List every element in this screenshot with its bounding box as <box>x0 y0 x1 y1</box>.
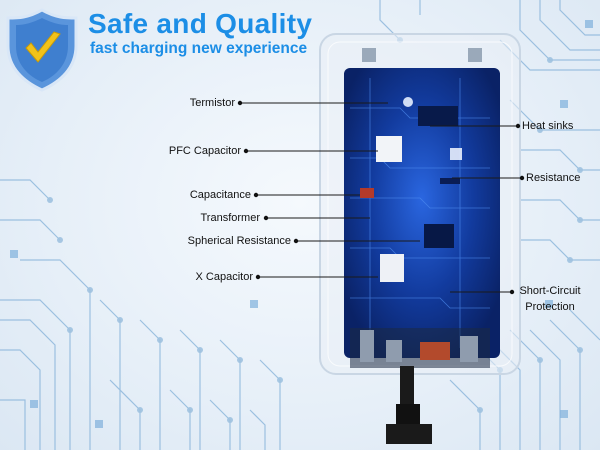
cable <box>400 366 414 406</box>
label-x-capacitor: X Capacitor <box>195 271 253 283</box>
label-protection: Protection <box>525 301 575 313</box>
page-subtitle: fast charging new experience <box>90 40 308 57</box>
label-capacitance: Capacitance <box>189 189 251 201</box>
label-pfc-capacitor: PFC Capacitor <box>168 145 241 157</box>
x-capacitor <box>380 254 404 282</box>
charger-device <box>319 33 521 444</box>
pfc-capacitor <box>376 136 402 162</box>
label-spherical-resistance: Spherical Resistance <box>187 235 291 247</box>
page-title: Safe and Quality <box>88 8 313 39</box>
label-resistance: Resistance <box>526 172 581 184</box>
label-termistor: Termistor <box>189 97 235 109</box>
shield-check-icon <box>6 8 78 92</box>
label-transformer: Transformer <box>200 212 261 224</box>
label-heat-sinks: Heat sinks <box>522 120 574 132</box>
label-short-circuit: Short-Circuit <box>519 285 581 297</box>
label-short-circuit-protection: Short-Circuit Protection <box>515 284 585 314</box>
